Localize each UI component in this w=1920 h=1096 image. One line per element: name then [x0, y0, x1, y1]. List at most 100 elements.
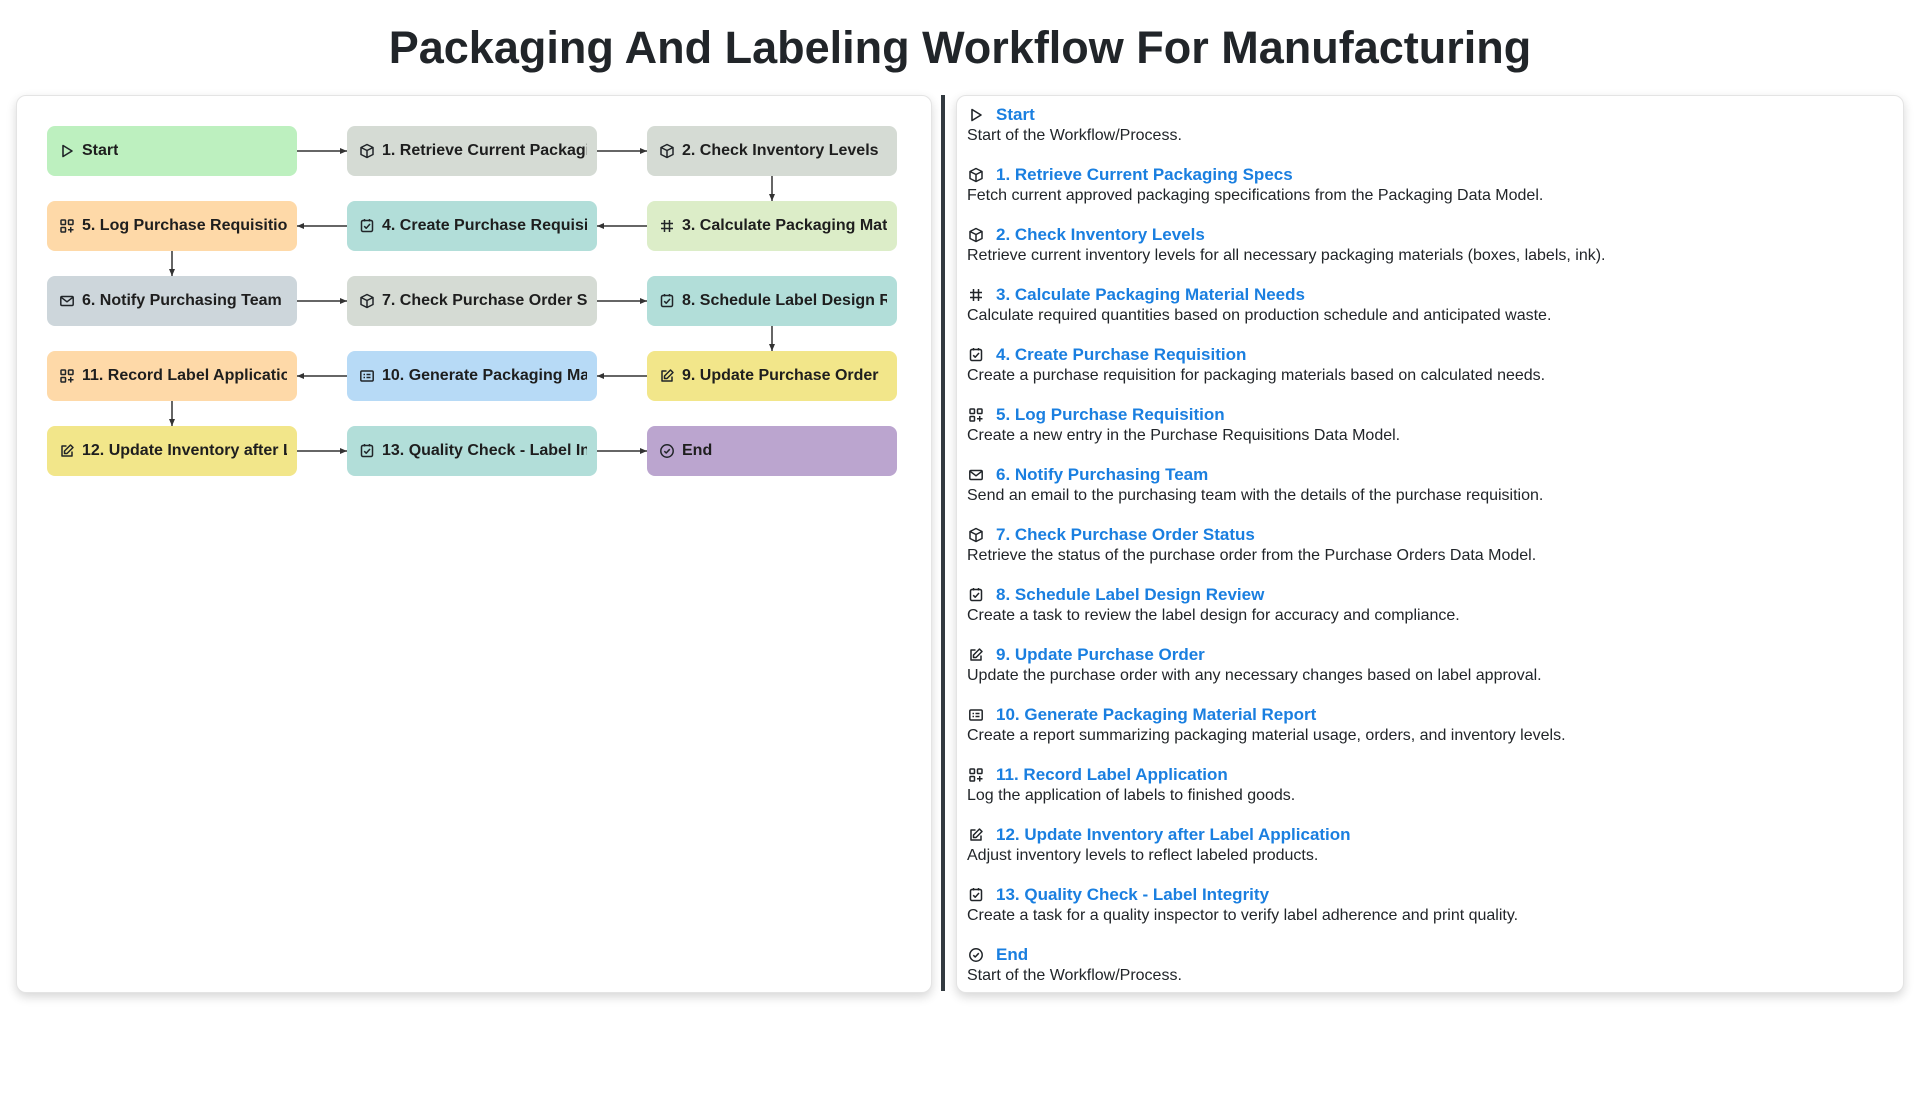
step-title-link[interactable]: 4. Create Purchase Requisition [996, 345, 1247, 364]
checkbox-icon [968, 347, 984, 363]
step-description: Start of the Workflow/Process. [967, 127, 1182, 144]
flow-node-n9[interactable]: 9. Update Purchase Order [647, 351, 897, 401]
grid-icon [59, 218, 75, 234]
flow-node-n13[interactable]: 13. Quality Check - Label Integrity [347, 426, 597, 476]
flow-node-label: 11. Record Label Application [82, 367, 287, 384]
step-description: Create a report summarizing packaging ma… [967, 727, 1566, 744]
flow-node-n6[interactable]: 6. Notify Purchasing Team [47, 276, 297, 326]
flow-node-label: 5. Log Purchase Requisition [82, 217, 287, 234]
step-description: Fetch current approved packaging specifi… [967, 187, 1544, 204]
flow-node-label: 6. Notify Purchasing Team [82, 292, 282, 309]
edit-icon [968, 827, 984, 843]
flow-node-label: 3. Calculate Packaging Material Needs [682, 217, 887, 234]
step-title-link[interactable]: 8. Schedule Label Design Review [996, 585, 1265, 604]
flow-node-label: 8. Schedule Label Design Review [682, 292, 887, 309]
workflow-diagram-panel: Start 1. Retrieve Current Packaging Specs… [16, 95, 932, 993]
step-description: Start of the Workflow/Process. [967, 967, 1182, 984]
step-description: Adjust inventory levels to reflect label… [967, 847, 1319, 864]
step-description: Create a task to review the label design… [967, 607, 1460, 624]
flow-node-n7[interactable]: 7. Check Purchase Order Status [347, 276, 597, 326]
edit-icon [59, 443, 75, 459]
flow-node-n2[interactable]: 2. Check Inventory Levels [647, 126, 897, 176]
step-description: Create a task for a quality inspector to… [967, 907, 1519, 924]
step-description: Create a new entry in the Purchase Requi… [967, 427, 1401, 444]
flow-node-label: End [682, 442, 713, 459]
hash-icon [659, 218, 675, 234]
flow-node-n3[interactable]: 3. Calculate Packaging Material Needs [647, 201, 897, 251]
flow-node-end[interactable]: End [647, 426, 897, 476]
report-icon [968, 707, 984, 723]
flow-node-n11[interactable]: 11. Record Label Application [47, 351, 297, 401]
flow-node-start[interactable]: Start [47, 126, 297, 176]
checkbox-icon [359, 443, 375, 459]
hash-icon [968, 287, 984, 303]
cube-icon [968, 527, 984, 543]
flow-node-n8[interactable]: 8. Schedule Label Design Review [647, 276, 897, 326]
edit-icon [968, 647, 984, 663]
flow-node-label: 4. Create Purchase Requisition [382, 217, 587, 234]
step-item: 12. Update Inventory after Label Applica… [967, 824, 1887, 884]
step-title-link[interactable]: 11. Record Label Application [996, 765, 1228, 784]
grid-icon [968, 767, 984, 783]
step-title-link[interactable]: 12. Update Inventory after Label Applica… [996, 825, 1351, 844]
checkbox-icon [968, 587, 984, 603]
step-title-link[interactable]: 6. Notify Purchasing Team [996, 465, 1209, 484]
step-title-link[interactable]: 7. Check Purchase Order Status [996, 525, 1255, 544]
step-description: Retrieve current inventory levels for al… [967, 247, 1606, 264]
step-title-link[interactable]: 3. Calculate Packaging Material Needs [996, 285, 1305, 304]
panel-divider[interactable] [941, 95, 945, 991]
checkbox-icon [968, 887, 984, 903]
step-description: Send an email to the purchasing team wit… [967, 487, 1544, 504]
step-description: Create a purchase requisition for packag… [967, 367, 1546, 384]
play-icon [59, 143, 75, 159]
step-title-link[interactable]: End [996, 945, 1029, 964]
cube-icon [968, 167, 984, 183]
flow-node-n5[interactable]: 5. Log Purchase Requisition [47, 201, 297, 251]
step-description: Calculate required quantities based on p… [967, 307, 1552, 324]
cube-icon [359, 293, 375, 309]
flow-node-label: 2. Check Inventory Levels [682, 142, 879, 159]
cube-icon [359, 143, 375, 159]
grid-icon [59, 368, 75, 384]
step-description: Log the application of labels to finishe… [967, 787, 1296, 804]
step-description: Retrieve the status of the purchase orde… [967, 547, 1537, 564]
flow-node-label: 10. Generate Packaging Material Report [382, 367, 587, 384]
mail-icon [968, 467, 984, 483]
checkbox-icon [359, 218, 375, 234]
step-title-link[interactable]: 1. Retrieve Current Packaging Specs [996, 165, 1293, 184]
check-circle-icon [968, 947, 984, 963]
flow-node-n1[interactable]: 1. Retrieve Current Packaging Specs [347, 126, 597, 176]
mail-icon [59, 293, 75, 309]
flow-node-n4[interactable]: 4. Create Purchase Requisition [347, 201, 597, 251]
step-title-link[interactable]: 10. Generate Packaging Material Report [996, 705, 1317, 724]
flow-node-n12[interactable]: 12. Update Inventory after Label Applica… [47, 426, 297, 476]
flow-node-label: 1. Retrieve Current Packaging Specs [382, 142, 587, 159]
step-title-link[interactable]: Start [996, 105, 1035, 124]
flow-node-label: 13. Quality Check - Label Integrity [382, 442, 587, 459]
cube-icon [659, 143, 675, 159]
grid-icon [968, 407, 984, 423]
step-title-link[interactable]: 9. Update Purchase Order [996, 645, 1205, 664]
step-title-link[interactable]: 13. Quality Check - Label Integrity [996, 885, 1270, 904]
step-title-link[interactable]: 2. Check Inventory Levels [996, 225, 1205, 244]
flow-node-label: Start [82, 142, 119, 159]
page-title: Packaging And Labeling Workflow For Manu… [388, 22, 1532, 73]
report-icon [359, 368, 375, 384]
step-title-link[interactable]: 5. Log Purchase Requisition [996, 405, 1225, 424]
flow-node-n10[interactable]: 10. Generate Packaging Material Report [347, 351, 597, 401]
cube-icon [968, 227, 984, 243]
